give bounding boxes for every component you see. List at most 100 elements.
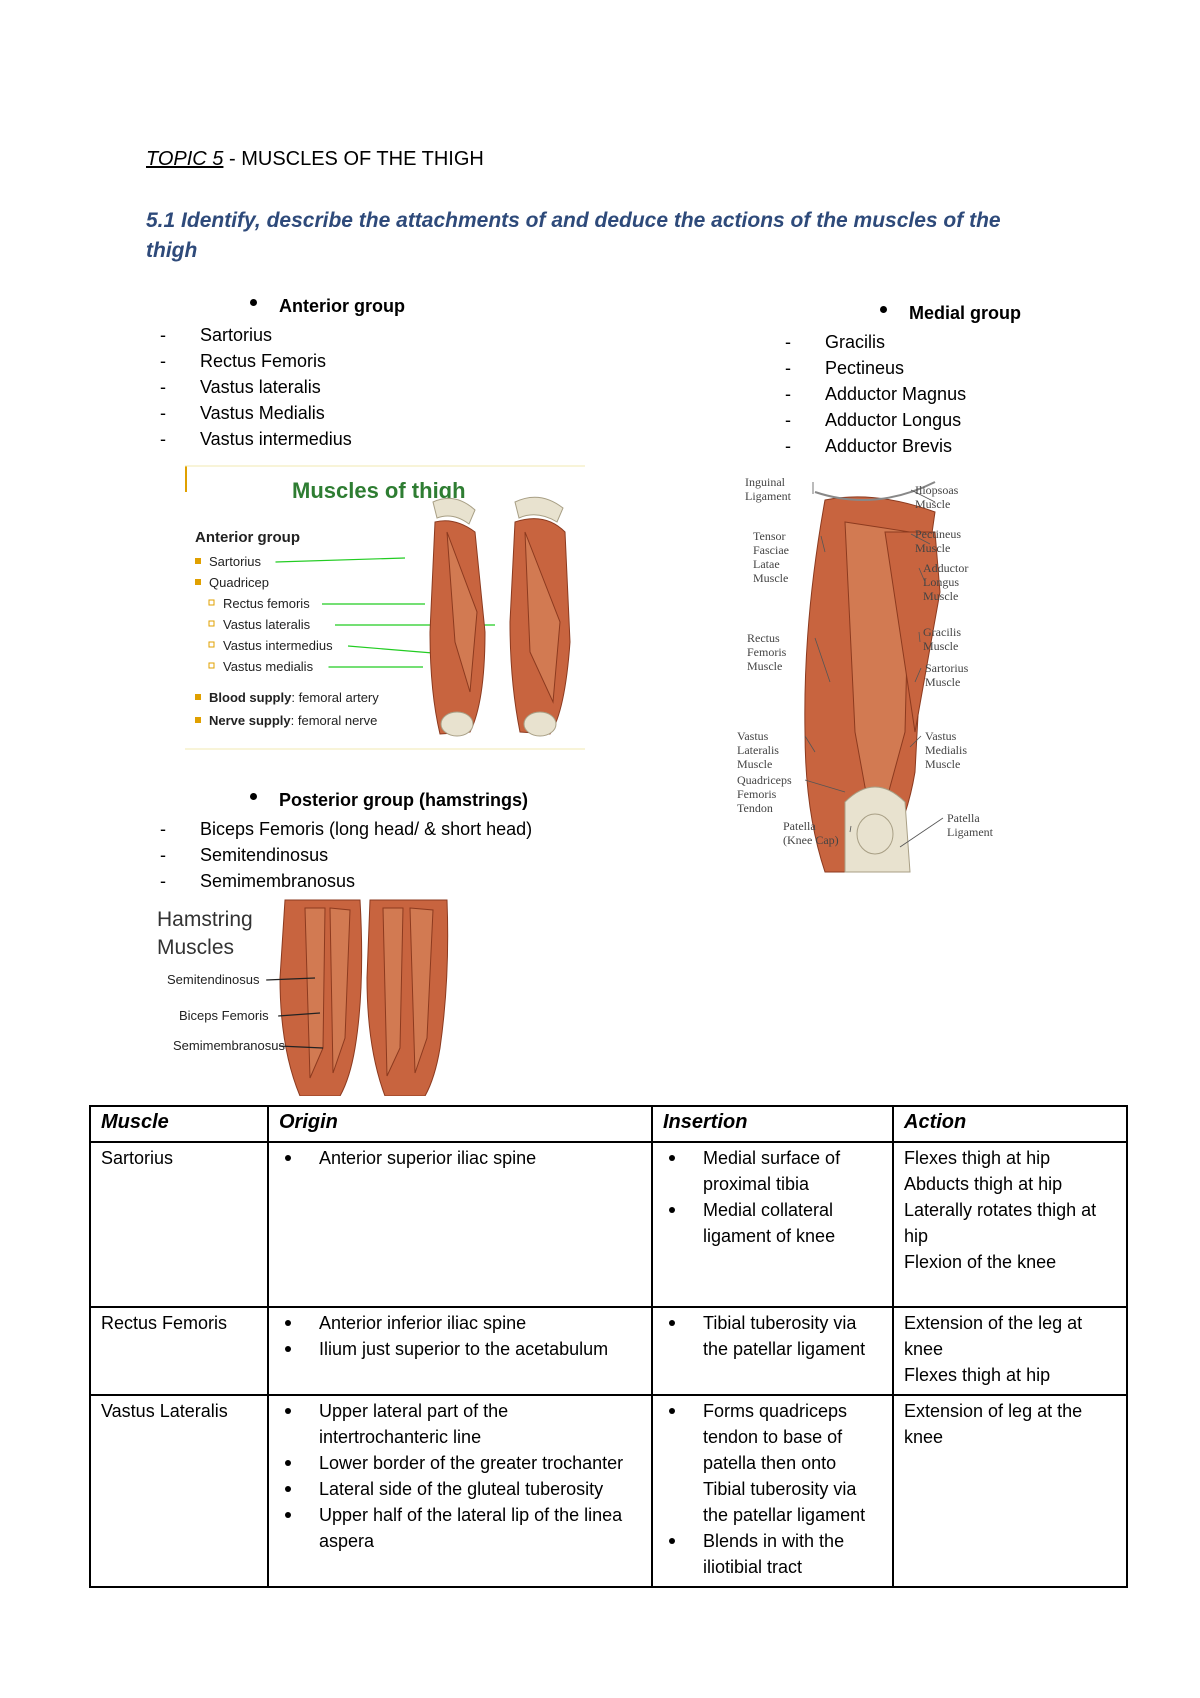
posterior-group-section: Posterior group (hamstrings) Biceps Femo… — [160, 790, 532, 894]
list-item: Gracilis — [785, 329, 1021, 355]
list-item: Vastus intermedius — [160, 426, 405, 452]
learning-objective: 5.1 Identify, describe the attachments o… — [146, 209, 1001, 262]
anterior-thigh-diagram: Muscles of thigh Anterior group Sartoriu… — [185, 465, 585, 750]
label-pointer — [910, 533, 931, 545]
label-pointer — [910, 489, 936, 503]
svg-text:Nerve supply: femoral nerve: Nerve supply: femoral nerve — [209, 713, 377, 728]
figure-item-label: Sartorius — [209, 554, 262, 569]
column-header-insertion: Insertion — [651, 1105, 894, 1143]
action-line: Abducts thigh at hip — [904, 1174, 1063, 1194]
list-item: Vastus lateralis — [160, 374, 405, 400]
list-item: Pectineus — [785, 355, 1021, 381]
nerve-supply-value: : femoral nerve — [291, 713, 378, 728]
thigh-illustration-front — [429, 497, 486, 737]
medial-group-heading: Medial group — [785, 303, 1021, 329]
thigh-illustration-side — [509, 496, 571, 737]
label-pointer — [820, 535, 826, 553]
label-pointer — [914, 667, 922, 683]
list-item: Upper half of the lateral lip of the lin… — [285, 1502, 641, 1554]
anterior-group-heading: Anterior group — [160, 296, 405, 322]
hamstring-leg-left — [279, 899, 363, 1097]
label-pointer — [918, 631, 921, 643]
action-line: Laterally rotates thigh at hip — [904, 1200, 1097, 1246]
label-pointer — [814, 637, 831, 683]
posterior-group-heading: Posterior group (hamstrings) — [160, 790, 532, 816]
figure-item-label: Vastus intermedius — [223, 638, 333, 653]
list-item: Vastus Medialis — [160, 400, 405, 426]
figure-group-label: Anterior group — [195, 529, 300, 546]
cell-muscle: Rectus Femoris — [89, 1306, 269, 1396]
anterior-group-section: Anterior group SartoriusRectus FemorisVa… — [160, 296, 405, 452]
list-item: Sartorius — [160, 322, 405, 348]
cell-origin: Upper lateral part of the intertrochante… — [267, 1394, 653, 1588]
posterior-group-list: Biceps Femoris (long head/ & short head)… — [160, 816, 532, 894]
label-pointer — [909, 735, 922, 748]
label-pointer — [918, 567, 926, 583]
hamstring-title-line2: Muscles — [157, 936, 234, 959]
origin-list: Upper lateral part of the intertrochante… — [279, 1398, 641, 1554]
topic-name: - MUSCLES OF THE THIGH — [223, 148, 484, 170]
label-pointer — [804, 779, 846, 793]
anatomy-label: Patella(Knee Cap) — [783, 819, 839, 847]
bullet-icon — [208, 620, 215, 627]
cell-action: Extension of leg at the knee — [892, 1394, 1128, 1588]
action-line: Extension of the leg at knee — [904, 1313, 1083, 1359]
action-line: Flexion of the knee — [904, 1252, 1057, 1272]
figure-title: Muscles of thigh — [292, 478, 466, 503]
action-line: Flexes thigh at hip — [904, 1365, 1051, 1385]
label-pointer — [804, 735, 816, 753]
list-item: Anterior superior iliac spine — [285, 1145, 641, 1171]
hamstring-label: Semimembranosus — [173, 1038, 285, 1053]
figure-item-label: Quadricep — [209, 575, 269, 590]
hamstring-label: Semitendinosus — [167, 972, 260, 987]
medial-group-list: GracilisPectineusAdductor MagnusAdductor… — [785, 329, 1021, 459]
cell-muscle: Vastus Lateralis — [89, 1394, 269, 1588]
anterior-thigh-figure: Muscles of thigh Anterior group Sartoriu… — [185, 462, 585, 752]
list-item: Biceps Femoris (long head/ & short head) — [160, 816, 532, 842]
list-item: Medial collateral ligament of knee — [669, 1197, 882, 1249]
medial-group-section: Medial group GracilisPectineusAdductor M… — [785, 303, 1021, 459]
figure-item-label: Rectus femoris — [223, 596, 310, 611]
cell-insertion: Forms quadriceps tendon to base of patel… — [651, 1394, 894, 1588]
column-header-origin: Origin — [267, 1105, 653, 1143]
topic-number: TOPIC 5 — [146, 148, 224, 170]
column-header-action: Action — [892, 1105, 1128, 1143]
figure-item-label: Vastus medialis — [223, 659, 314, 674]
cell-insertion: Tibial tuberosity via the patellar ligam… — [651, 1306, 894, 1396]
hamstring-title-line1: Hamstring — [157, 908, 253, 931]
list-item: Rectus Femoris — [160, 348, 405, 374]
cell-origin: Anterior superior iliac spine — [267, 1141, 653, 1308]
insertion-list: Forms quadriceps tendon to base of patel… — [663, 1398, 882, 1580]
bullet-icon — [250, 298, 257, 306]
list-item: Forms quadriceps tendon to base of patel… — [669, 1398, 882, 1528]
table-header-row: Muscle Origin Insertion Action — [89, 1105, 1128, 1143]
table-row: Vastus Lateralis Upper lateral part of th… — [89, 1394, 1128, 1588]
label-pointer — [899, 817, 944, 848]
blood-supply-label: Blood supply — [209, 690, 292, 705]
list-item: Upper lateral part of the intertrochante… — [285, 1398, 641, 1450]
blood-supply-value: : femoral artery — [291, 690, 379, 705]
muscle-attachments-table: Muscle Origin Insertion Action Sartorius… — [89, 1105, 1128, 1588]
pointer-line — [275, 557, 406, 563]
figure-item-label: Vastus lateralis — [223, 617, 311, 632]
action-line: Flexes thigh at hip — [904, 1148, 1051, 1168]
list-item: Blends in with the iliotibial tract — [669, 1528, 882, 1580]
topic-title: TOPIC 5 - MUSCLES OF THE THIGH — [146, 148, 484, 171]
list-item: Tibial tuberosity via the patellar ligam… — [669, 1310, 882, 1362]
label-pointer — [849, 825, 852, 833]
bullet-icon — [880, 305, 887, 313]
column-header-muscle: Muscle — [89, 1105, 269, 1143]
